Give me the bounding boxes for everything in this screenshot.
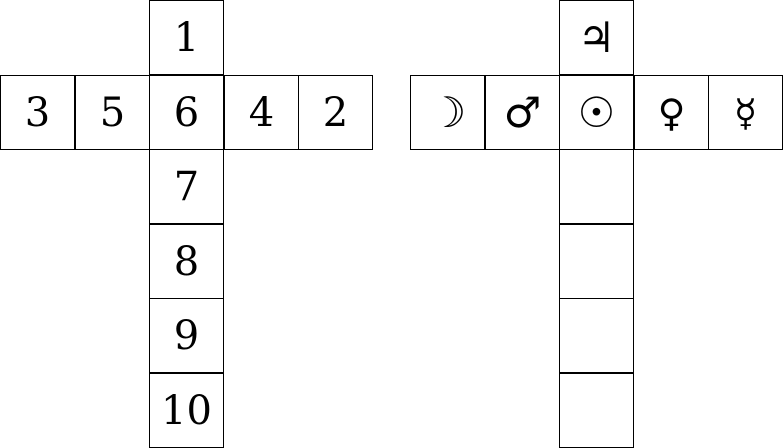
left-column-cell-1: 7 bbox=[149, 149, 224, 224]
right-column-empty-cell-4 bbox=[559, 373, 634, 448]
right-column-empty-cell-2 bbox=[559, 224, 634, 299]
sun-symbol-cell: ☉ bbox=[559, 75, 634, 150]
left-row-cell-3: 6 bbox=[149, 75, 224, 150]
moon-symbol-cell: ☽ bbox=[410, 75, 485, 150]
mars-symbol-cell: ♂ bbox=[485, 75, 560, 150]
left-row-cell-2: 5 bbox=[75, 75, 150, 150]
mercury-symbol-cell: ☿ bbox=[708, 75, 783, 150]
left-column-cell-4: 10 bbox=[149, 373, 224, 448]
left-column-cell-3: 9 bbox=[149, 298, 224, 373]
left-cell-top: 1 bbox=[149, 0, 224, 75]
venus-symbol-cell: ♀ bbox=[634, 75, 709, 150]
right-column-empty-cell-3 bbox=[559, 298, 634, 373]
left-row-cell-4: 4 bbox=[224, 75, 299, 150]
right-column-empty-cell-1 bbox=[559, 149, 634, 224]
jupiter-symbol-cell: ♃ bbox=[559, 0, 634, 75]
left-row-cell-5: 2 bbox=[298, 75, 373, 150]
left-row-cell-1: 3 bbox=[0, 75, 75, 150]
left-column-cell-2: 8 bbox=[149, 224, 224, 299]
